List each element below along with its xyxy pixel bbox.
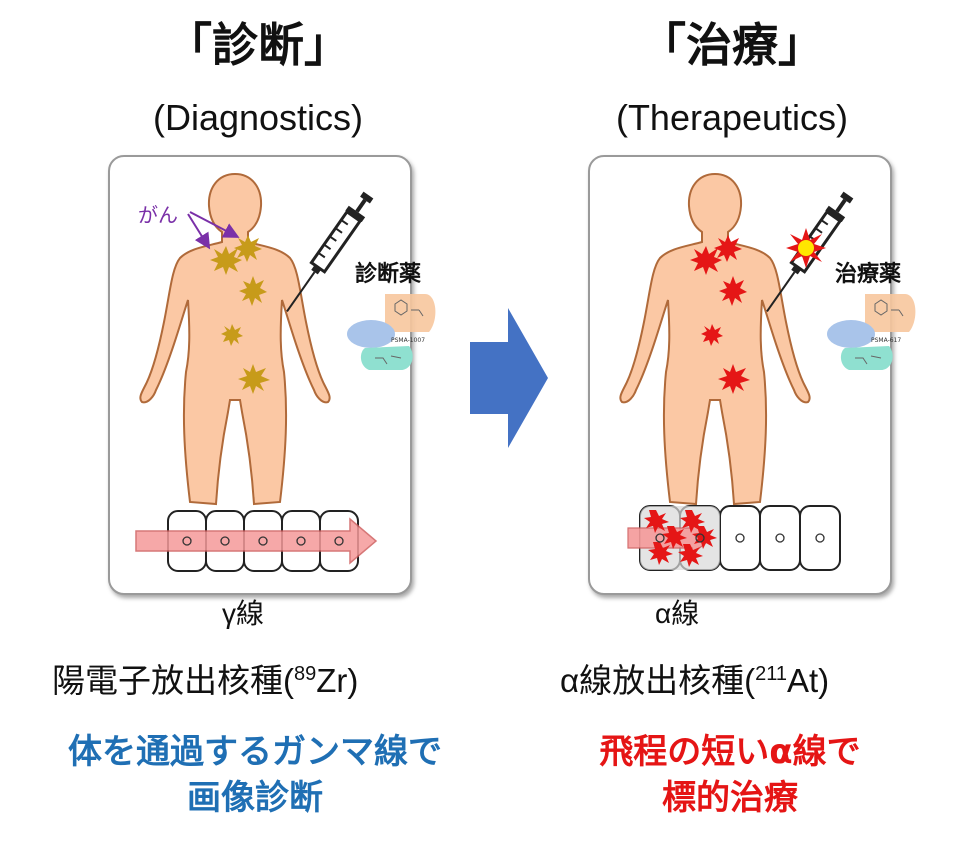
gamma-ray-label: γ線 xyxy=(222,598,265,629)
positron-nuclide-label: 陽電子放出核種(89Zr) xyxy=(52,662,359,699)
tumor-mark xyxy=(701,324,723,346)
human-body-figure xyxy=(619,172,811,506)
radiation-burst-icon xyxy=(786,228,826,268)
gamma-beam-arrow xyxy=(135,517,378,565)
molecule-tag: PSMA-617 xyxy=(871,337,901,344)
diagnosis-title: 「診断」 xyxy=(166,18,350,72)
alpha-ray-in-cells xyxy=(627,505,841,571)
gamma-ray-through-cells xyxy=(135,510,378,572)
diagnosis-caption: 体を通過するガンマ線で 画像診断 xyxy=(68,732,442,818)
therapeutic-drug-label: 治療薬 xyxy=(835,262,902,287)
cancer-label: がん xyxy=(138,203,178,227)
therapy-title: 「治療」 xyxy=(640,18,824,72)
drug-molecule-icon: PSMA-617 xyxy=(827,294,916,370)
right-arrow-icon xyxy=(470,308,548,448)
tumor-mark xyxy=(238,364,270,394)
tumor-mark xyxy=(221,324,243,346)
human-body-figure xyxy=(139,172,331,506)
drug-molecule-icon: PSMA-1007 xyxy=(347,294,436,370)
therapy-subtitle: (Therapeutics) xyxy=(615,97,849,138)
tumor-mark xyxy=(718,364,750,394)
diagnosis-subtitle: (Diagnostics) xyxy=(152,97,364,138)
tumor-mark xyxy=(719,276,747,306)
alpha-nuclide-label: α線放出核種(211At) xyxy=(560,662,830,699)
molecule-tag: PSMA-1007 xyxy=(391,337,425,344)
tumor-mark xyxy=(690,246,722,275)
tumor-mark xyxy=(239,276,267,306)
alpha-ray-label: α線 xyxy=(655,598,700,629)
diagnostic-drug-label: 診断薬 xyxy=(355,262,422,287)
tumor-mark xyxy=(714,235,742,262)
tumor-mark xyxy=(234,235,262,262)
therapy-caption: 飛程の短いα線で 標的治療 xyxy=(599,732,861,818)
tumor-mark xyxy=(210,246,242,275)
syringe-icon xyxy=(286,191,374,313)
